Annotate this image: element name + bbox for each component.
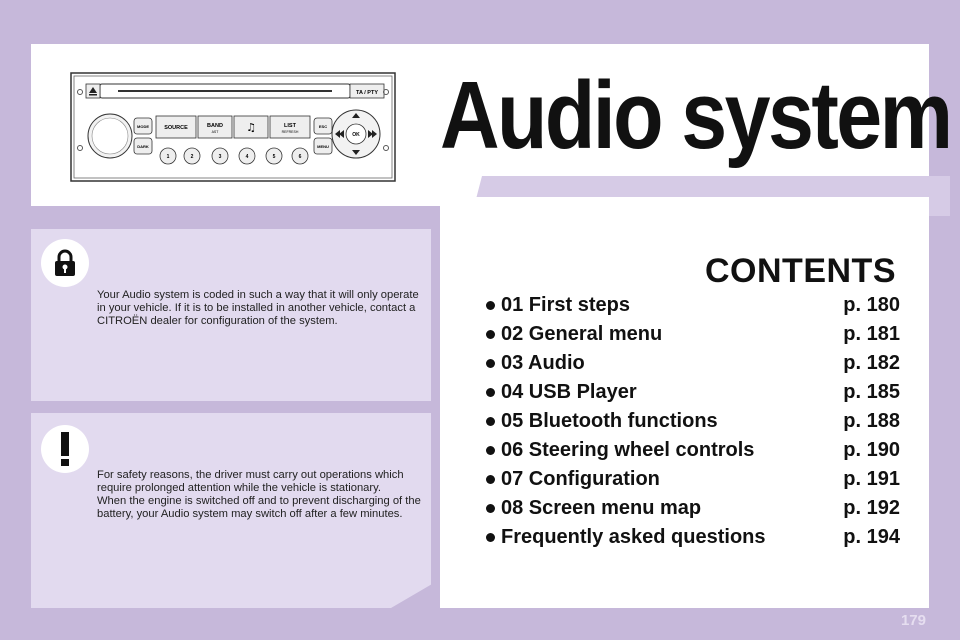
toc-item-page: p. 180	[843, 294, 900, 316]
toc-item-page: p. 185	[843, 381, 900, 403]
toc-item-label: 05 Bluetooth functions	[501, 410, 718, 432]
toc-item-label: Frequently asked questions	[501, 526, 766, 548]
toc-item[interactable]: 03 Audio p. 182	[486, 349, 900, 378]
lock-icon	[41, 239, 89, 287]
safety-note-text: For safety reasons, the driver must carr…	[97, 469, 423, 521]
music-note-button[interactable]: ♫	[233, 115, 269, 139]
preset-buttons: 1 2 3 4 5 6	[159, 147, 309, 165]
bullet-icon	[486, 359, 495, 368]
down-arrow-icon	[352, 150, 360, 155]
source-button[interactable]: SOURCE	[155, 115, 197, 139]
bullet-icon	[486, 446, 495, 455]
contents-heading: CONTENTS	[705, 252, 896, 290]
menu-label: MENU	[317, 144, 329, 149]
dark-button[interactable]: DARK	[133, 137, 153, 155]
preset-button-2[interactable]: 2	[183, 147, 201, 165]
toc-item-label: 04 USB Player	[501, 381, 637, 403]
toc-item-label: 03 Audio	[501, 352, 585, 374]
music-note-icon: ♫	[246, 121, 256, 134]
safety-note-line-1: For safety reasons, the driver must carr…	[97, 469, 404, 494]
security-note-text: Your Audio system is coded in such a way…	[97, 289, 419, 327]
svg-text:3: 3	[219, 154, 222, 160]
safety-note-line-2: When the engine is switched off and to p…	[97, 495, 421, 520]
menu-button[interactable]: MENU	[313, 137, 333, 155]
eject-button[interactable]	[85, 83, 101, 99]
toc-item-label: 07 Configuration	[501, 468, 660, 490]
preset-button-3[interactable]: 3	[211, 147, 229, 165]
bullet-icon	[486, 475, 495, 484]
ta-pty-label: TA / PTY	[356, 90, 378, 96]
bullet-icon	[486, 388, 495, 397]
toc-item[interactable]: 04 USB Player p. 185	[486, 378, 900, 407]
fast-forward-icon-2	[368, 130, 373, 138]
toc-item-page: p. 192	[843, 497, 900, 519]
bullet-icon	[486, 533, 495, 542]
toc-item[interactable]: 01 First steps p. 180	[486, 291, 900, 320]
mode-label: MODE	[137, 124, 149, 129]
toc-item-page: p. 188	[843, 410, 900, 432]
volume-knob[interactable]	[87, 113, 133, 159]
security-note: Your Audio system is coded in such a way…	[31, 229, 431, 401]
bullet-icon	[486, 504, 495, 513]
page-title: Audio system	[440, 62, 953, 169]
toc-item-label: 01 First steps	[501, 294, 630, 316]
fast-forward-icon	[372, 130, 377, 138]
ok-button[interactable]: OK	[345, 123, 367, 145]
toc-item-page: p. 194	[843, 526, 900, 548]
toc-item[interactable]: Frequently asked questions p. 194	[486, 523, 900, 552]
band-button[interactable]: BAND AST	[197, 115, 233, 139]
list-label: LIST	[284, 123, 297, 129]
page-number: 179	[900, 612, 926, 629]
table-of-contents: 01 First steps p. 180 02 General menu p. 1…	[486, 291, 900, 552]
toc-item[interactable]: 02 General menu p. 181	[486, 320, 900, 349]
preset-button-1[interactable]: 1	[159, 147, 177, 165]
preset-button-4[interactable]: 4	[238, 147, 256, 165]
esc-button[interactable]: ESC	[313, 117, 333, 135]
toc-item-page: p. 181	[843, 323, 900, 345]
esc-label: ESC	[319, 124, 327, 129]
toc-item[interactable]: 08 Screen menu map p. 192	[486, 494, 900, 523]
toc-item-label: 08 Screen menu map	[501, 497, 702, 519]
band-sub-label: AST	[212, 130, 220, 134]
toc-item[interactable]: 06 Steering wheel controls p. 190	[486, 436, 900, 465]
ok-label: OK	[352, 132, 360, 138]
list-sub-label: REFRESH	[282, 130, 299, 134]
ta-pty-button[interactable]: TA / PTY	[349, 83, 385, 99]
list-button[interactable]: LIST REFRESH	[269, 115, 311, 139]
bullet-icon	[486, 330, 495, 339]
radio-illustration: TA / PTY MODE DARK SOURCE BAND AST ♫ LIS…	[70, 72, 396, 182]
toc-item-label: 02 General menu	[501, 323, 663, 345]
safety-note: For safety reasons, the driver must carr…	[31, 413, 431, 608]
exclamation-icon	[41, 425, 89, 473]
bullet-icon	[486, 417, 495, 426]
rewind-icon	[335, 130, 340, 138]
mode-button[interactable]: MODE	[133, 117, 153, 135]
toc-item[interactable]: 07 Configuration p. 191	[486, 465, 900, 494]
source-label: SOURCE	[164, 125, 188, 131]
dark-label: DARK	[137, 144, 149, 149]
toc-item-label: 06 Steering wheel controls	[501, 439, 755, 461]
toc-item-page: p. 191	[843, 468, 900, 490]
toc-item[interactable]: 05 Bluetooth functions p. 188	[486, 407, 900, 436]
up-arrow-icon	[352, 113, 360, 118]
contents-panel	[440, 197, 929, 608]
preset-button-6[interactable]: 6	[291, 147, 309, 165]
svg-text:2: 2	[191, 154, 194, 160]
band-label: BAND	[207, 123, 223, 129]
svg-text:4: 4	[246, 154, 249, 160]
svg-text:1: 1	[167, 154, 170, 160]
bullet-icon	[486, 301, 495, 310]
rewind-icon-2	[339, 130, 344, 138]
svg-text:6: 6	[299, 154, 302, 160]
toc-item-page: p. 182	[843, 352, 900, 374]
svg-text:5: 5	[273, 154, 276, 160]
toc-item-page: p. 190	[843, 439, 900, 461]
preset-button-5[interactable]: 5	[265, 147, 283, 165]
